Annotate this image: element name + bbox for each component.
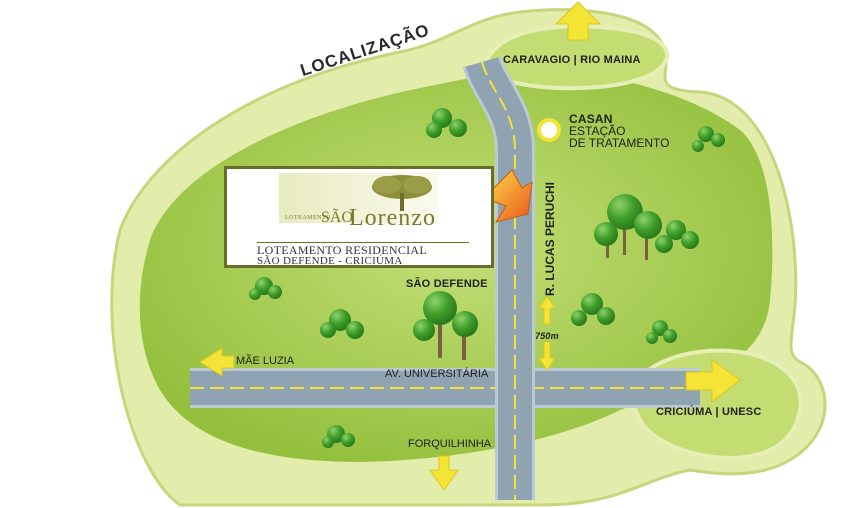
label-estacao: ESTAÇÃO	[569, 124, 626, 138]
location-pointer	[483, 169, 533, 223]
tree-cluster-right-top	[692, 126, 725, 152]
logo-line1: LOTEAMENTO RESIDENCIAL	[257, 243, 428, 257]
label-caravagio: CARAVAGIO | RIO MAINA	[503, 54, 641, 66]
logo-tree-icon	[372, 175, 432, 211]
tree-cluster-left	[320, 309, 364, 339]
logo-sao: SÃO	[321, 209, 354, 226]
tree-cluster-center	[413, 291, 478, 360]
logo-small-text: LOTEAMENTO	[285, 215, 331, 221]
tree-cluster-bottom-left	[322, 425, 355, 448]
tree-cluster-mid-right	[571, 293, 615, 326]
logo-rule	[257, 242, 469, 243]
tree-cluster-big-right	[594, 194, 699, 260]
label-mae-luzia: MÃE LUZIA	[236, 355, 295, 367]
tree-cluster-top	[426, 108, 467, 138]
tree-cluster-far-right	[646, 320, 677, 344]
label-forquilhinha: FORQUILHINHA	[408, 438, 492, 450]
label-av-universitaria: AV. UNIVERSITÁRIA	[385, 368, 489, 380]
label-distance: 750m	[535, 331, 559, 341]
label-sao-defende: SÃO DEFENDE	[406, 278, 488, 290]
label-casan: CASAN	[569, 112, 613, 126]
distance-arrow	[538, 295, 556, 371]
sao-lorenzo-logo: LOTEAMENTO SÃO Lorenzo LOTEAMENTO RESIDE…	[224, 166, 494, 268]
arrow-up-caravagio	[554, 1, 602, 41]
tree-cluster-upper-left	[249, 277, 282, 300]
lucas-peruchi-road	[462, 55, 535, 500]
logo-lorenzo: Lorenzo	[349, 205, 436, 231]
label-criciuma: CRICIÚMA | UNESC	[656, 406, 762, 418]
label-tratamento: DE TRATAMENTO	[569, 136, 670, 150]
label-rua-lucas: R. LUCAS PERUCHI	[543, 181, 557, 296]
logo-line2: SÃO DEFENDE - CRICIÚMA	[257, 255, 403, 267]
arrow-right-criciuma	[685, 359, 741, 404]
tree-groups	[249, 108, 725, 448]
casan-marker	[537, 118, 561, 142]
arrow-left-mae-luzia	[199, 347, 235, 377]
arrow-down-forquilhinha	[429, 455, 459, 491]
